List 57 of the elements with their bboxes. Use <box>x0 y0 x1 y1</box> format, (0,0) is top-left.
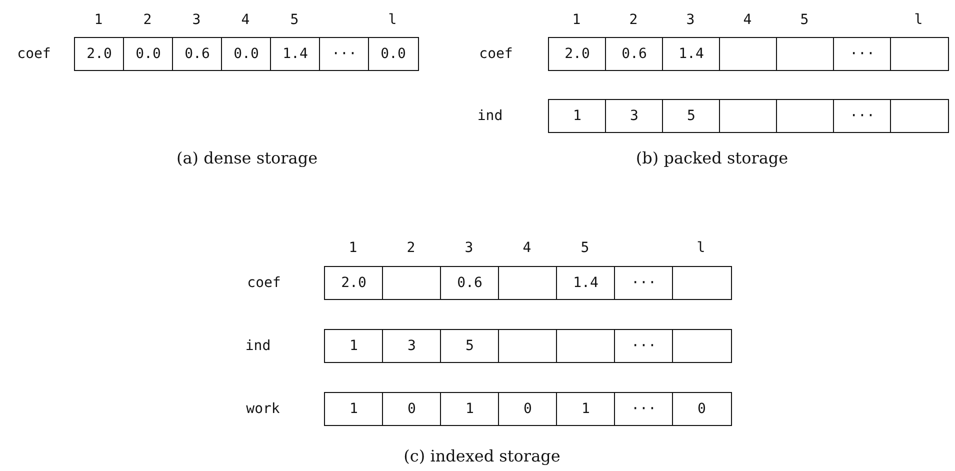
column-index: 5 <box>580 240 590 256</box>
array-cell: 3 <box>605 99 664 133</box>
column-index: 4 <box>522 240 532 256</box>
column-index: 3 <box>464 240 474 256</box>
array-cell: 2.0 <box>548 37 606 71</box>
array-cell: 0.6 <box>605 37 664 71</box>
array-cell: 1.4 <box>270 37 320 71</box>
column-index: 5 <box>800 12 809 28</box>
column-index: 1 <box>572 12 581 28</box>
row-label: coef <box>479 46 513 62</box>
array-cell: 1 <box>548 99 606 133</box>
column-index: 1 <box>94 12 103 28</box>
array-cell: 0 <box>382 392 442 426</box>
array-cell: ··· <box>614 329 674 363</box>
column-index: 3 <box>686 12 695 28</box>
array-cell: 1.4 <box>556 266 616 300</box>
column-index: 2 <box>143 12 152 28</box>
array-cell: ··· <box>833 37 892 71</box>
array-cell: 0 <box>498 392 558 426</box>
array-cell: ··· <box>614 392 674 426</box>
array-cell: 2.0 <box>324 266 384 300</box>
row-label: coef <box>247 275 281 291</box>
array-cell: 2.0 <box>74 37 124 71</box>
column-index: 1 <box>348 240 358 256</box>
array-cell: 1 <box>324 392 384 426</box>
column-index: 4 <box>241 12 250 28</box>
column-index: 5 <box>290 12 299 28</box>
array-cell: 1.4 <box>662 37 720 71</box>
array-cell: 0.6 <box>172 37 222 71</box>
column-index: l <box>914 12 923 28</box>
row-label: work <box>246 401 280 417</box>
column-index: 3 <box>192 12 201 28</box>
array-cell: ··· <box>614 266 674 300</box>
array-cell: 3 <box>382 329 442 363</box>
column-index: l <box>696 240 706 256</box>
column-index: 2 <box>406 240 416 256</box>
array-cell: ··· <box>833 99 892 133</box>
row-label: coef <box>17 46 51 62</box>
array-cell: 1 <box>324 329 384 363</box>
array-cell: 0.0 <box>221 37 272 71</box>
column-index: 4 <box>743 12 752 28</box>
column-index: l <box>388 12 397 28</box>
caption: (a) dense storage <box>176 148 318 168</box>
array-cell: 0 <box>672 392 732 426</box>
array-cell: 5 <box>662 99 720 133</box>
column-index: 2 <box>629 12 638 28</box>
array-cell: 0.0 <box>368 37 418 71</box>
row-label: ind <box>477 108 503 124</box>
caption: (b) packed storage <box>636 148 788 168</box>
array-cell: 1 <box>556 392 616 426</box>
row-label: ind <box>245 338 271 354</box>
array-cell: 1 <box>440 392 500 426</box>
array-cell: ··· <box>319 37 370 71</box>
array-cell: 5 <box>440 329 500 363</box>
caption: (c) indexed storage <box>404 446 560 466</box>
array-cell: 0.6 <box>440 266 500 300</box>
array-cell: 0.0 <box>123 37 174 71</box>
